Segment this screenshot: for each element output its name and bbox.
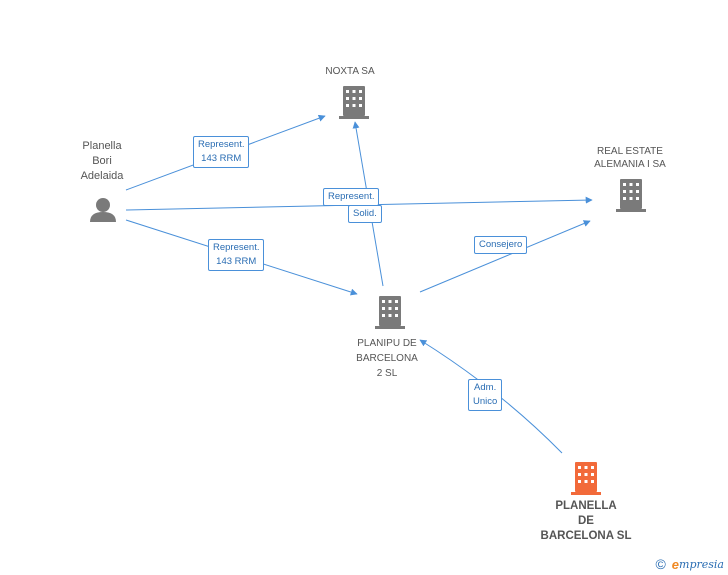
edge-label-represent-noxta: Represent. 143 RRM (193, 136, 250, 168)
node-label-planella-barcelona[interactable]: PLANELLA DE BARCELONA SL (540, 500, 632, 542)
node-label-real-estate[interactable]: REAL ESTATE ALEMANIA I SA (594, 146, 666, 170)
building-icon-planipu (375, 296, 405, 329)
edge-label-adm-unico: Adm. Unico (468, 379, 503, 411)
building-icon-realestate (616, 179, 646, 212)
edge-label-consejero: Consejero (474, 236, 528, 254)
node-label-planella-bori[interactable]: Planella Bori Adelaida (80, 140, 124, 182)
person-icon (90, 198, 116, 222)
node-label-planipu[interactable]: PLANIPU DE BARCELONA 2 SL (356, 338, 418, 379)
brand-logo-e: e (671, 556, 680, 572)
copyright-icon: © (655, 556, 666, 572)
edge-label-represent-planipu: Represent. 143 RRM (208, 239, 265, 271)
node-label-noxta[interactable]: NOXTA SA (325, 66, 375, 77)
brand-footer: © e mpresia (655, 556, 724, 572)
brand-name: mpresia (679, 557, 724, 571)
building-icon-noxta (339, 86, 369, 119)
edge-label-represent: Represent. (323, 188, 380, 206)
building-icon-planella-barcelona (571, 462, 601, 495)
edge-label-solid: Solid. (348, 205, 382, 223)
edge-planipu-to-realestate (419, 220, 591, 293)
